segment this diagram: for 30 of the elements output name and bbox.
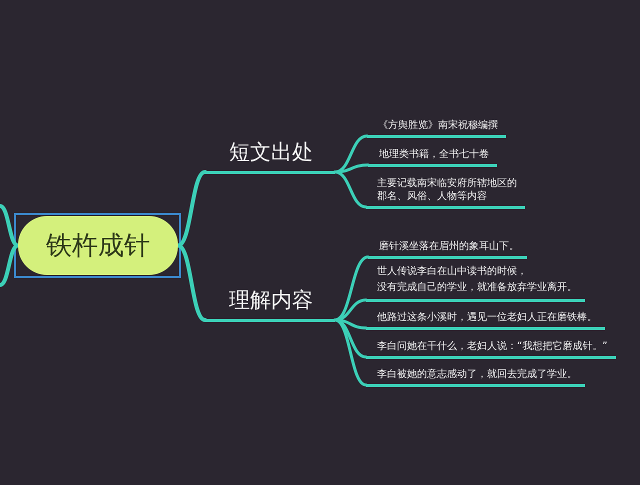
branch-topic — [368, 240, 527, 258]
branch-topic — [366, 176, 525, 208]
topic-text: 理解内容 — [229, 286, 313, 312]
branch-line — [334, 170, 368, 208]
branch-topic — [368, 148, 497, 166]
topic-text: 铁杵成针 — [46, 230, 150, 260]
topic-text: 他路过这条小溪时，遇见一位老妇人正在磨铁棒。 — [377, 310, 597, 324]
branch-line — [334, 318, 368, 386]
branch-line — [176, 170, 207, 248]
branch-topic — [366, 368, 585, 386]
branch-line — [0, 244, 20, 287]
topic-text: 《方舆胜览》南宋祝穆编撰 — [378, 118, 498, 132]
topic-text: 磨针溪坐落在眉州的象耳山下。 — [379, 240, 519, 252]
topic-text: 世人传说李白在山中读书的时候，没有完成自己的学业，就准备放弃学业离开。 — [377, 264, 577, 294]
branch-line — [176, 244, 207, 322]
topic-text: 主要记载南宋临安府所辖地区的郡名、风俗、人物等内容 — [377, 176, 517, 202]
branch-topic — [367, 118, 506, 138]
topic-text: 李白被她的意志感动了，就回去完成了学业。 — [377, 368, 577, 380]
branch-topic — [366, 264, 585, 302]
branch-line — [334, 134, 368, 174]
branch-line — [0, 204, 20, 248]
branch-topic — [366, 340, 616, 358]
topic-text: 短文出处 — [229, 138, 313, 164]
branch-topic — [205, 138, 335, 174]
topic-text: 李白问她在干什么，老妇人说：“我想把它磨成针。” — [377, 340, 608, 352]
branch-topic — [205, 286, 335, 322]
branch-line — [334, 256, 370, 322]
branch-line — [334, 318, 368, 358]
topic-text: 地理类书籍，全书七十卷 — [379, 148, 489, 160]
branch-topic — [366, 310, 605, 330]
